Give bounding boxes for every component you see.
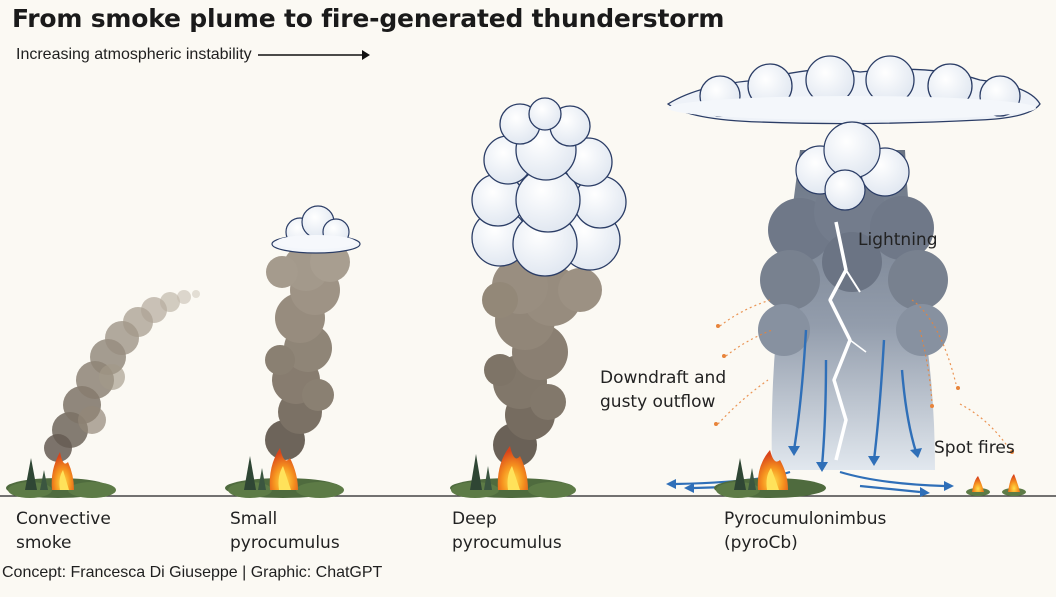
stage-label-small-pyrocumulus: Small pyrocumulus — [230, 507, 340, 555]
ember-dots — [714, 324, 1014, 454]
pyrocb-fire — [714, 450, 826, 498]
instability-subtitle: Increasing atmospheric instability — [16, 46, 252, 63]
stage-label-line2: pyrocumulus — [230, 533, 340, 553]
credit-line: Concept: Francesca Di Giuseppe | Graphic… — [2, 564, 383, 581]
deep-pyrocumulus-fire — [450, 446, 576, 498]
downdraft-label-line2: gusty outflow — [600, 392, 716, 412]
instability-scale: Increasing atmospheric instability — [16, 46, 370, 64]
small-pyrocumulus-fire — [225, 448, 344, 498]
spot-fires — [966, 474, 1026, 496]
pyrocb-column — [758, 150, 948, 470]
stage-label-line1: Pyrocumulonimbus — [724, 509, 887, 529]
spot-fires-label: Spot fires — [934, 438, 1015, 458]
arrow-right-icon — [257, 50, 370, 60]
small-pyrocumulus-cap — [271, 205, 361, 254]
stage-label-line1: Convective — [16, 509, 111, 529]
stage-label-deep-pyrocumulus: Deep pyrocumulus — [452, 507, 562, 555]
page-title: From smoke plume to fire-generated thund… — [12, 4, 725, 33]
stage-label-pyrocumulonimbus: Pyrocumulonimbus (pyroCb) — [724, 507, 886, 555]
stage-label-line2: pyrocumulus — [452, 533, 562, 553]
deep-pyrocumulus-plume — [482, 258, 602, 467]
deep-pyrocumulus-cloud — [471, 97, 627, 277]
lightning-label: Lightning — [858, 230, 938, 250]
stage-label-line2: (pyroCb) — [724, 533, 798, 553]
downdraft-label: Downdraft and gusty outflow — [600, 366, 726, 414]
downdraft-label-line1: Downdraft and — [600, 368, 727, 388]
downdraft-arrows — [788, 329, 922, 472]
small-pyrocumulus-plume — [265, 242, 350, 460]
convective-smoke-fire — [6, 452, 116, 498]
ember-trails — [717, 299, 1011, 451]
pyrocb-upper-cloud — [795, 121, 910, 211]
stage-label-convective-smoke: Convective smoke — [16, 507, 111, 555]
convective-smoke-plume — [44, 290, 200, 462]
stage-label-line1: Small — [230, 509, 278, 529]
stage-label-line2: smoke — [16, 533, 72, 553]
stage-label-line1: Deep — [452, 509, 497, 529]
lightning-bolt — [828, 221, 867, 461]
